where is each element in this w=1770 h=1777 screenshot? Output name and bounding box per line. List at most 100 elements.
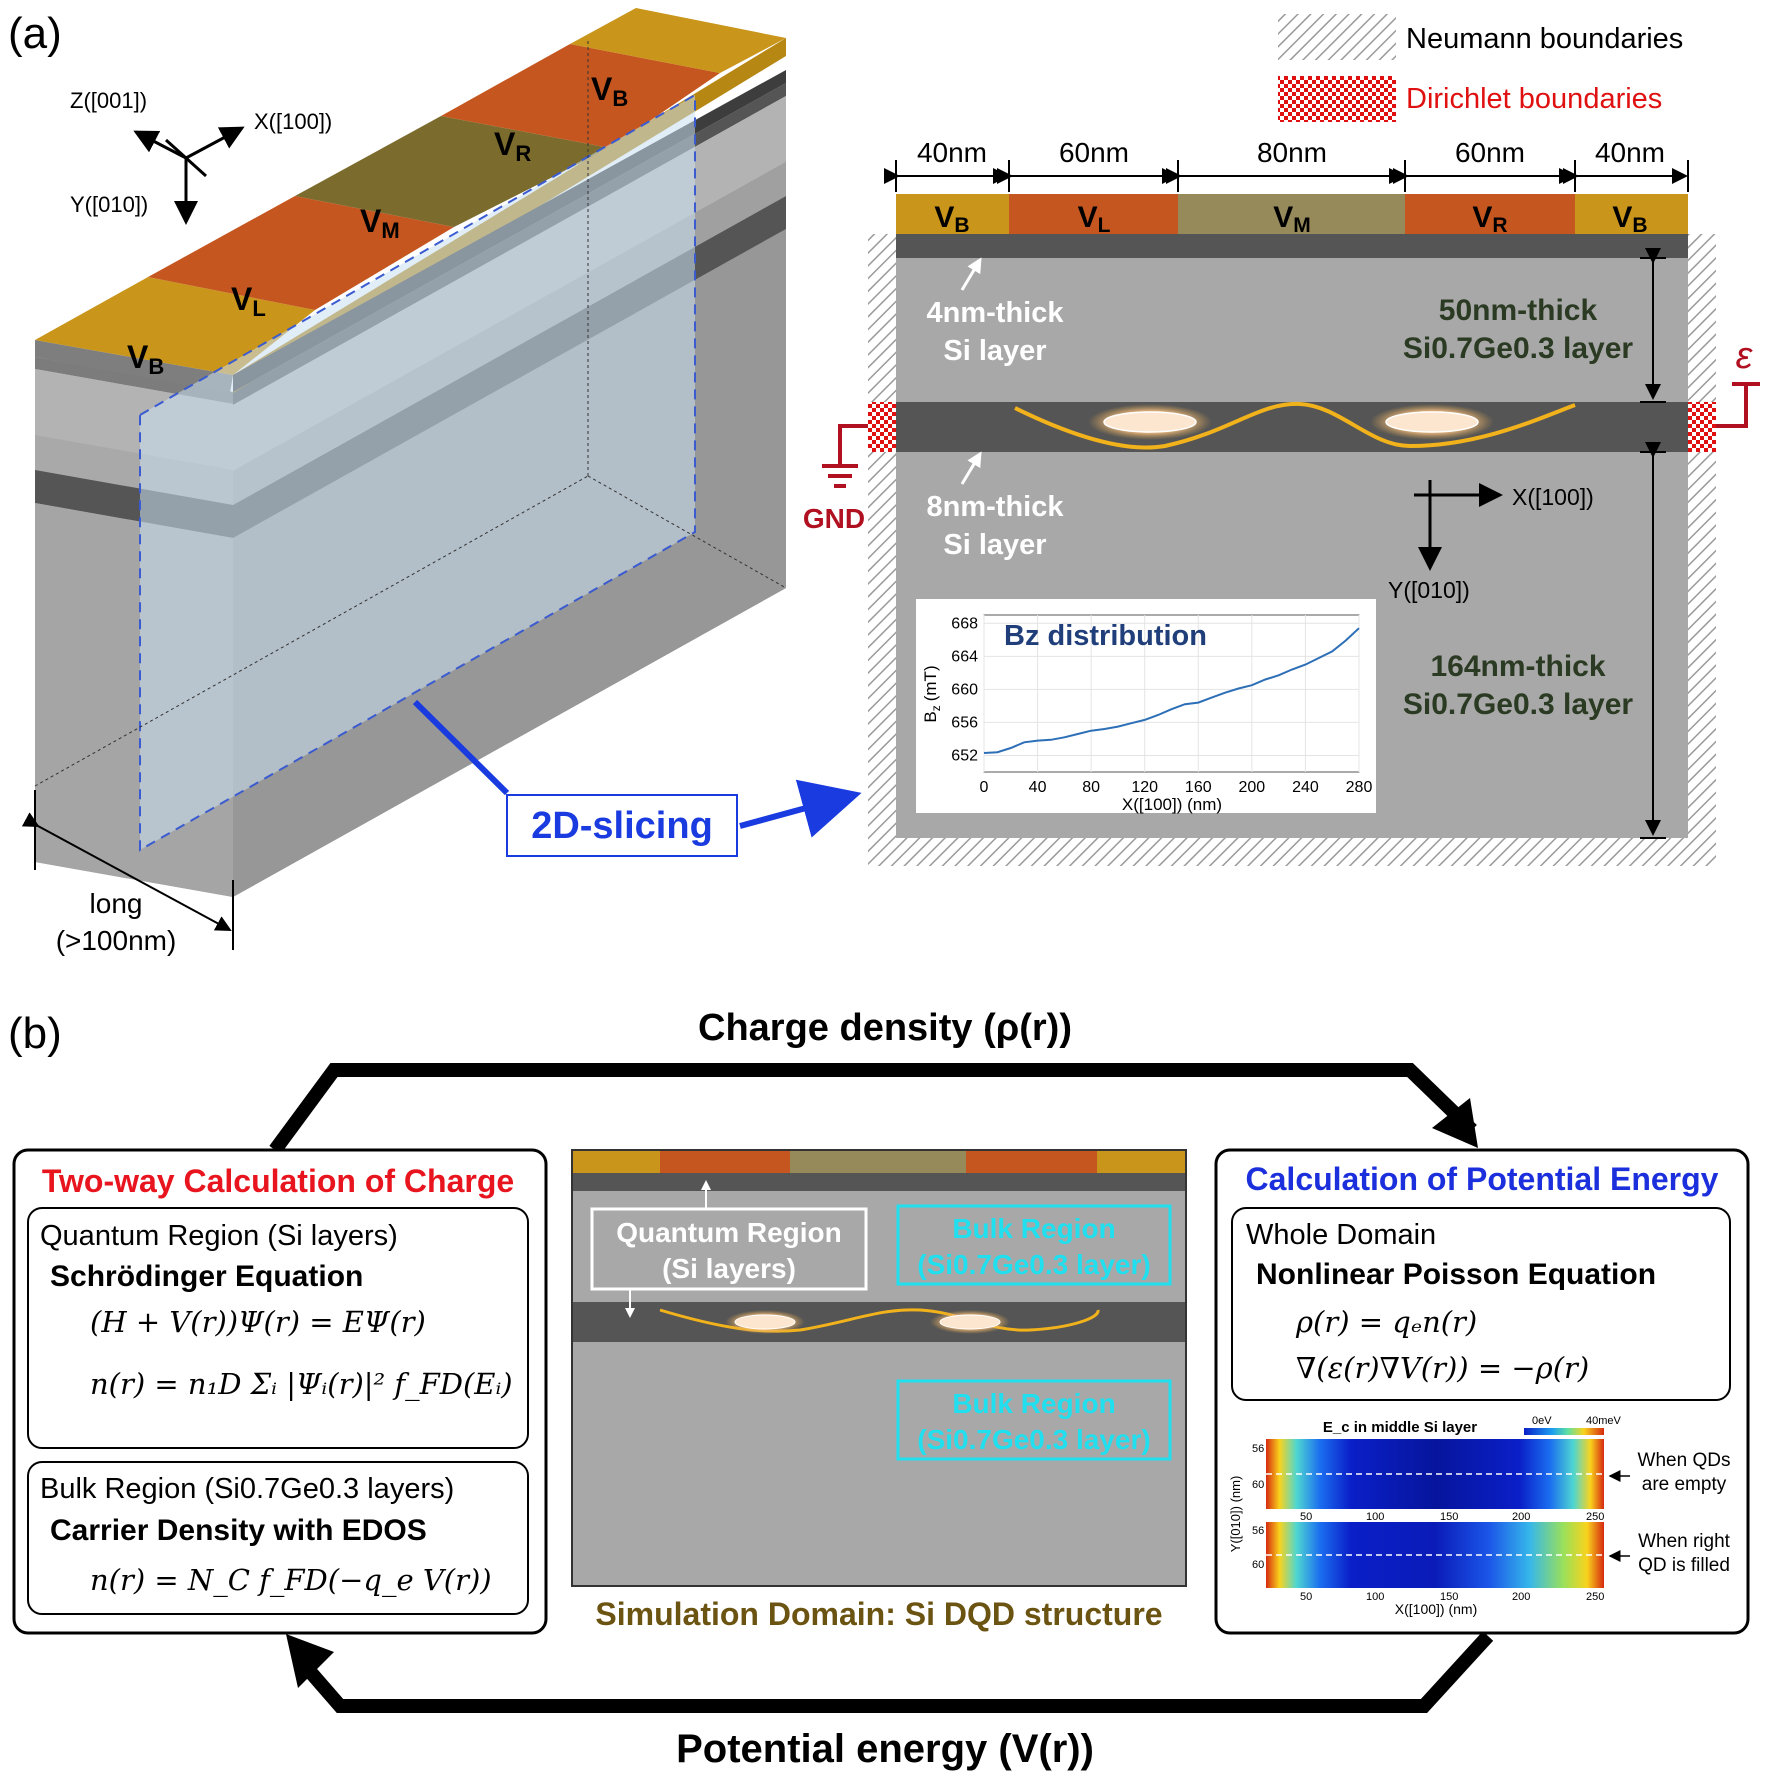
colorbar <box>1524 1428 1604 1435</box>
slicing-plane <box>139 93 696 852</box>
gate3d-label-vr: VR <box>494 126 531 166</box>
width-dimensions <box>884 160 1689 192</box>
axis2d-x-label: X([100]) <box>1512 484 1594 510</box>
cycle-arrowhead-top <box>1432 1098 1478 1148</box>
bulk-region-box-bottom <box>896 1379 1172 1461</box>
axes-2d <box>1414 480 1503 571</box>
note-filled-2: QD is filled <box>1638 1555 1730 1576</box>
svg-text:56: 56 <box>1252 1525 1264 1537</box>
width-label-4: 60nm <box>1455 137 1525 168</box>
thick-si-label-1: 8nm-thick <box>927 491 1065 523</box>
bz-series-line <box>983 627 1360 754</box>
svg-text:50: 50 <box>1300 1511 1312 1523</box>
gate2d-label-vl: VL <box>1078 201 1111 237</box>
dirichlet-right <box>1688 402 1716 452</box>
bz-xlabel: X([100]) (nm) <box>1122 795 1222 814</box>
vertical-dimensions <box>1640 248 1666 839</box>
z-axis-arrow <box>133 130 187 160</box>
sige50-label-1: 50nm-thick <box>1439 294 1598 327</box>
cycle-arrow-bottom <box>294 1631 1494 1713</box>
heatmap-ylabel: Y([010]) (nm) <box>1228 1476 1243 1553</box>
neumann-label: Neumann boundaries <box>1406 23 1683 55</box>
axis2d-y-label: Y([010]) <box>1388 577 1470 603</box>
cycle-arrow-top <box>269 1063 1477 1155</box>
bz-ytick-label: 668 <box>951 615 978 632</box>
gate3d-label-vl: VL <box>231 281 266 321</box>
svg-text:200: 200 <box>1512 1591 1530 1603</box>
quantum-header: Quantum Region (Si layers) <box>40 1220 398 1252</box>
epsilon-label: ε <box>1736 335 1754 377</box>
long-label-1: long <box>90 888 143 919</box>
gate2d-label-vr: VR <box>1472 201 1507 237</box>
gate3d-vr <box>441 44 720 148</box>
bz-xtick-label: 0 <box>980 779 989 796</box>
bz-xtick-label: 120 <box>1131 779 1158 796</box>
width-label-1: 40nm <box>917 137 987 168</box>
svg-text:200: 200 <box>1512 1511 1530 1523</box>
ec-heatmaps: E_c in middle Si layer 0eV 40meV 56 60 5… <box>1228 1415 1630 1617</box>
bottom-arrow-label: Potential energy (V(r)) <box>676 1727 1094 1771</box>
density-eq: n(r) = n₁D Σᵢ |Ψᵢ(r)|² f_FD(Eᵢ) <box>90 1367 513 1402</box>
bz-xtick-label: 240 <box>1292 779 1319 796</box>
bz-xtick-label: 40 <box>1029 779 1047 796</box>
panel-a-label: (a) <box>8 9 62 58</box>
svg-text:150: 150 <box>1440 1511 1458 1523</box>
cbar-max: 40meV <box>1586 1415 1622 1427</box>
schrodinger-eq: (H + V(r))Ψ(r) = EΨ(r) <box>90 1305 426 1339</box>
sige164-label-2: Si0.7Ge0.3 layer <box>1403 688 1633 721</box>
bz-ytick-label: 660 <box>951 681 978 698</box>
note-filled-1: When right <box>1638 1531 1731 1552</box>
svg-text:250: 250 <box>1586 1591 1604 1603</box>
quantum-subbox <box>27 1207 529 1449</box>
x-axis-arrow <box>185 126 245 160</box>
dirichlet-left <box>868 402 896 452</box>
gate3d-label-vb1: VB <box>127 339 164 379</box>
wavefunction-curve <box>1014 401 1576 450</box>
left-box-title: Two-way Calculation of Charge <box>42 1163 514 1199</box>
svg-text:100: 100 <box>1366 1511 1384 1523</box>
cbar-min: 0eV <box>1532 1415 1552 1427</box>
charge-eq: ρ(r) = qₑn(r) <box>1295 1305 1477 1339</box>
width-label-5: 40nm <box>1595 137 1665 168</box>
thin-si-arrow <box>960 257 982 291</box>
bz-xtick-label: 200 <box>1239 779 1266 796</box>
z-axis-label: Z([001]) <box>70 88 147 113</box>
svg-text:50: 50 <box>1300 1591 1312 1603</box>
svg-text:100: 100 <box>1366 1591 1384 1603</box>
sige164-label-1: 164nm-thick <box>1430 650 1605 683</box>
gate2d-label-vm: VM <box>1273 201 1311 237</box>
bulk-region-box-top <box>896 1204 1172 1286</box>
gate3d-vb-right <box>570 8 786 73</box>
cycle-arrowhead-bottom <box>286 1634 334 1688</box>
poisson-eq: ∇(ε(r)∇V(r)) = −ρ(r) <box>1296 1351 1589 1385</box>
slicing-label-box <box>506 794 738 857</box>
bulk-header: Bulk Region (Si0.7Ge0.3 layers) <box>40 1473 454 1505</box>
svg-text:60: 60 <box>1252 1559 1264 1571</box>
poisson-eq-title: Nonlinear Poisson Equation <box>1256 1258 1656 1291</box>
simulation-caption: Simulation Domain: Si DQD structure <box>595 1596 1162 1632</box>
slicing-leader-line <box>412 699 510 796</box>
bulk-eq-title: Carrier Density with EDOS <box>50 1514 427 1547</box>
top-arrow-label: Charge density (ρ(r)) <box>698 1007 1072 1049</box>
gate2d-label-vb1: VB <box>934 201 969 237</box>
long-label-2: (>100nm) <box>56 925 177 956</box>
simulation-domain <box>571 1149 1187 1587</box>
bz-title: Bz distribution <box>1004 620 1207 652</box>
sige50-label-2: Si0.7Ge0.3 layer <box>1403 332 1633 365</box>
dirichlet-label: Dirichlet boundaries <box>1406 83 1662 115</box>
bulk-region-top-label-1: Bulk Region <box>952 1213 1115 1244</box>
quantum-region-box <box>590 1207 868 1291</box>
svg-text:56: 56 <box>1252 1443 1264 1455</box>
quantum-region-label-1: Quantum Region <box>616 1217 842 1248</box>
bz-ytick-label: 656 <box>951 714 978 731</box>
bulk-region-bottom-label-2: (Si0.7Ge0.3 layer) <box>917 1424 1150 1455</box>
quantum-eq-title: Schrödinger Equation <box>50 1260 363 1293</box>
heatmap-xlabel: X([100]) (nm) <box>1395 1601 1477 1617</box>
thick-si-label-2: Si layer <box>943 529 1046 561</box>
bz-xtick-label: 80 <box>1082 779 1100 796</box>
quantum-region-label-2: (Si layers) <box>662 1253 796 1284</box>
bz-ytick-label: 652 <box>951 747 978 764</box>
bz-grid <box>983 615 1360 772</box>
